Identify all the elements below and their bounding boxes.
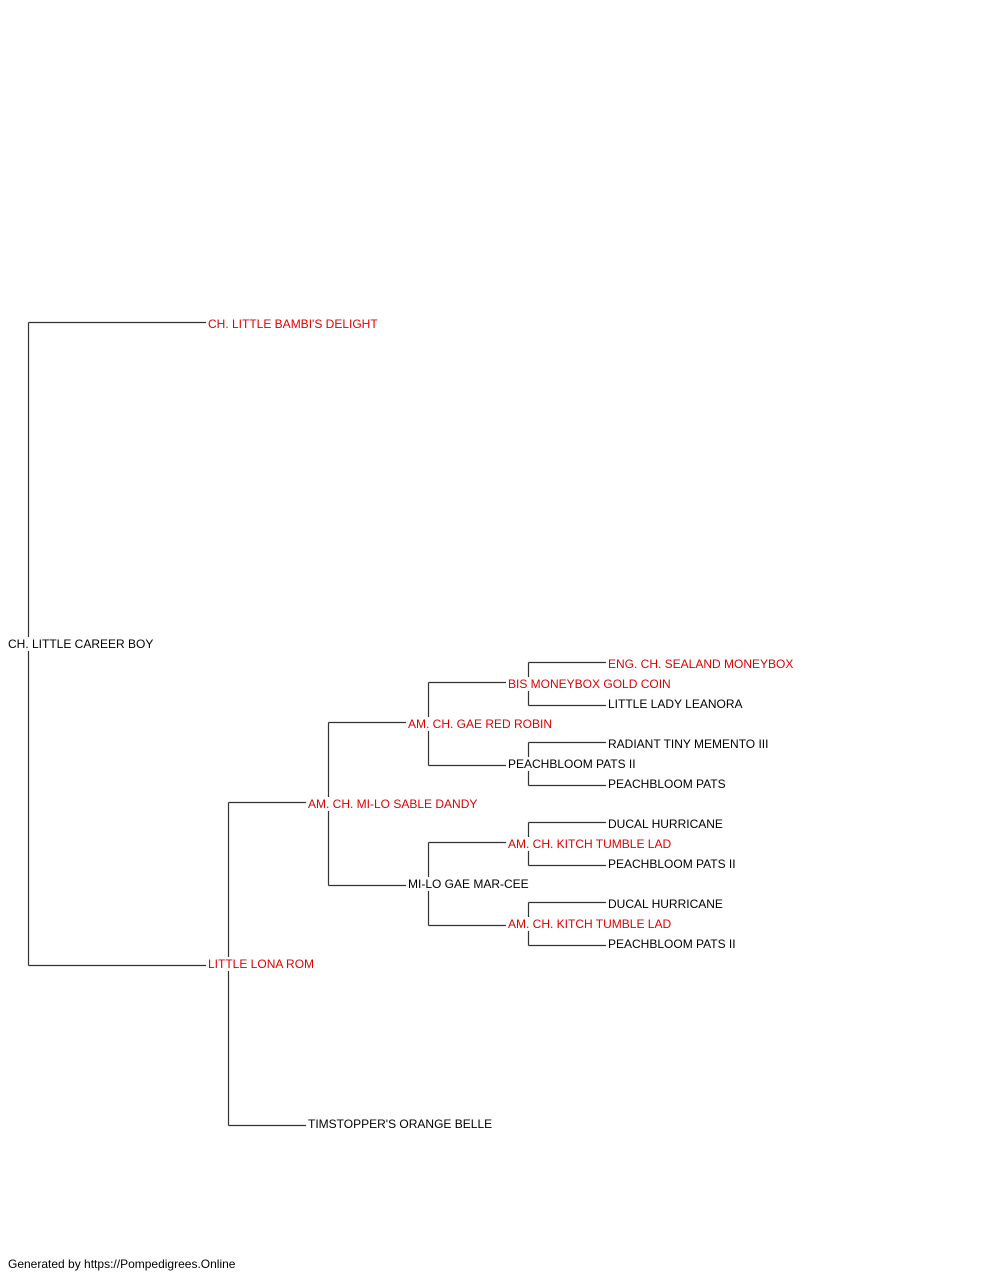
- dam-sire-dam-dam-name[interactable]: AM. CH. KITCH TUMBLE LAD: [508, 917, 674, 931]
- dam-sire-sire-name[interactable]: AM. CH. GAE RED ROBIN: [408, 717, 555, 731]
- dam-name[interactable]: LITTLE LONA ROM: [208, 957, 317, 971]
- dam-sire-name[interactable]: AM. CH. MI-LO SABLE DANDY: [308, 797, 480, 811]
- dam-sire-dam-name[interactable]: MI-LO GAE MAR-CEE: [408, 877, 531, 891]
- dam-sire-dam-sire-name[interactable]: AM. CH. KITCH TUMBLE LAD: [508, 837, 674, 851]
- ancestor-name[interactable]: DUCAL HURRICANE: [608, 897, 725, 911]
- ancestor-name[interactable]: PEACHBLOOM PATS II: [608, 857, 738, 871]
- ancestor-name[interactable]: ENG. CH. SEALAND MONEYBOX: [608, 657, 796, 671]
- dam-sire-sire-sire-name[interactable]: BIS MONEYBOX GOLD COIN: [508, 677, 673, 691]
- ancestor-name[interactable]: DUCAL HURRICANE: [608, 817, 725, 831]
- ancestor-name[interactable]: LITTLE LADY LEANORA: [608, 697, 745, 711]
- footer-credit: Generated by https://Pompedigrees.Online: [8, 1257, 236, 1271]
- sire-name[interactable]: CH. LITTLE BAMBI'S DELIGHT: [208, 317, 380, 331]
- ancestor-name[interactable]: RADIANT TINY MEMENTO III: [608, 737, 771, 751]
- ancestor-name[interactable]: PEACHBLOOM PATS: [608, 777, 728, 791]
- ancestor-name[interactable]: PEACHBLOOM PATS II: [608, 937, 738, 951]
- dam-dam-name[interactable]: TIMSTOPPER'S ORANGE BELLE: [308, 1117, 495, 1131]
- dam-sire-sire-dam-name[interactable]: PEACHBLOOM PATS II: [508, 757, 638, 771]
- pedigree-subject-name[interactable]: CH. LITTLE CAREER BOY: [8, 637, 156, 651]
